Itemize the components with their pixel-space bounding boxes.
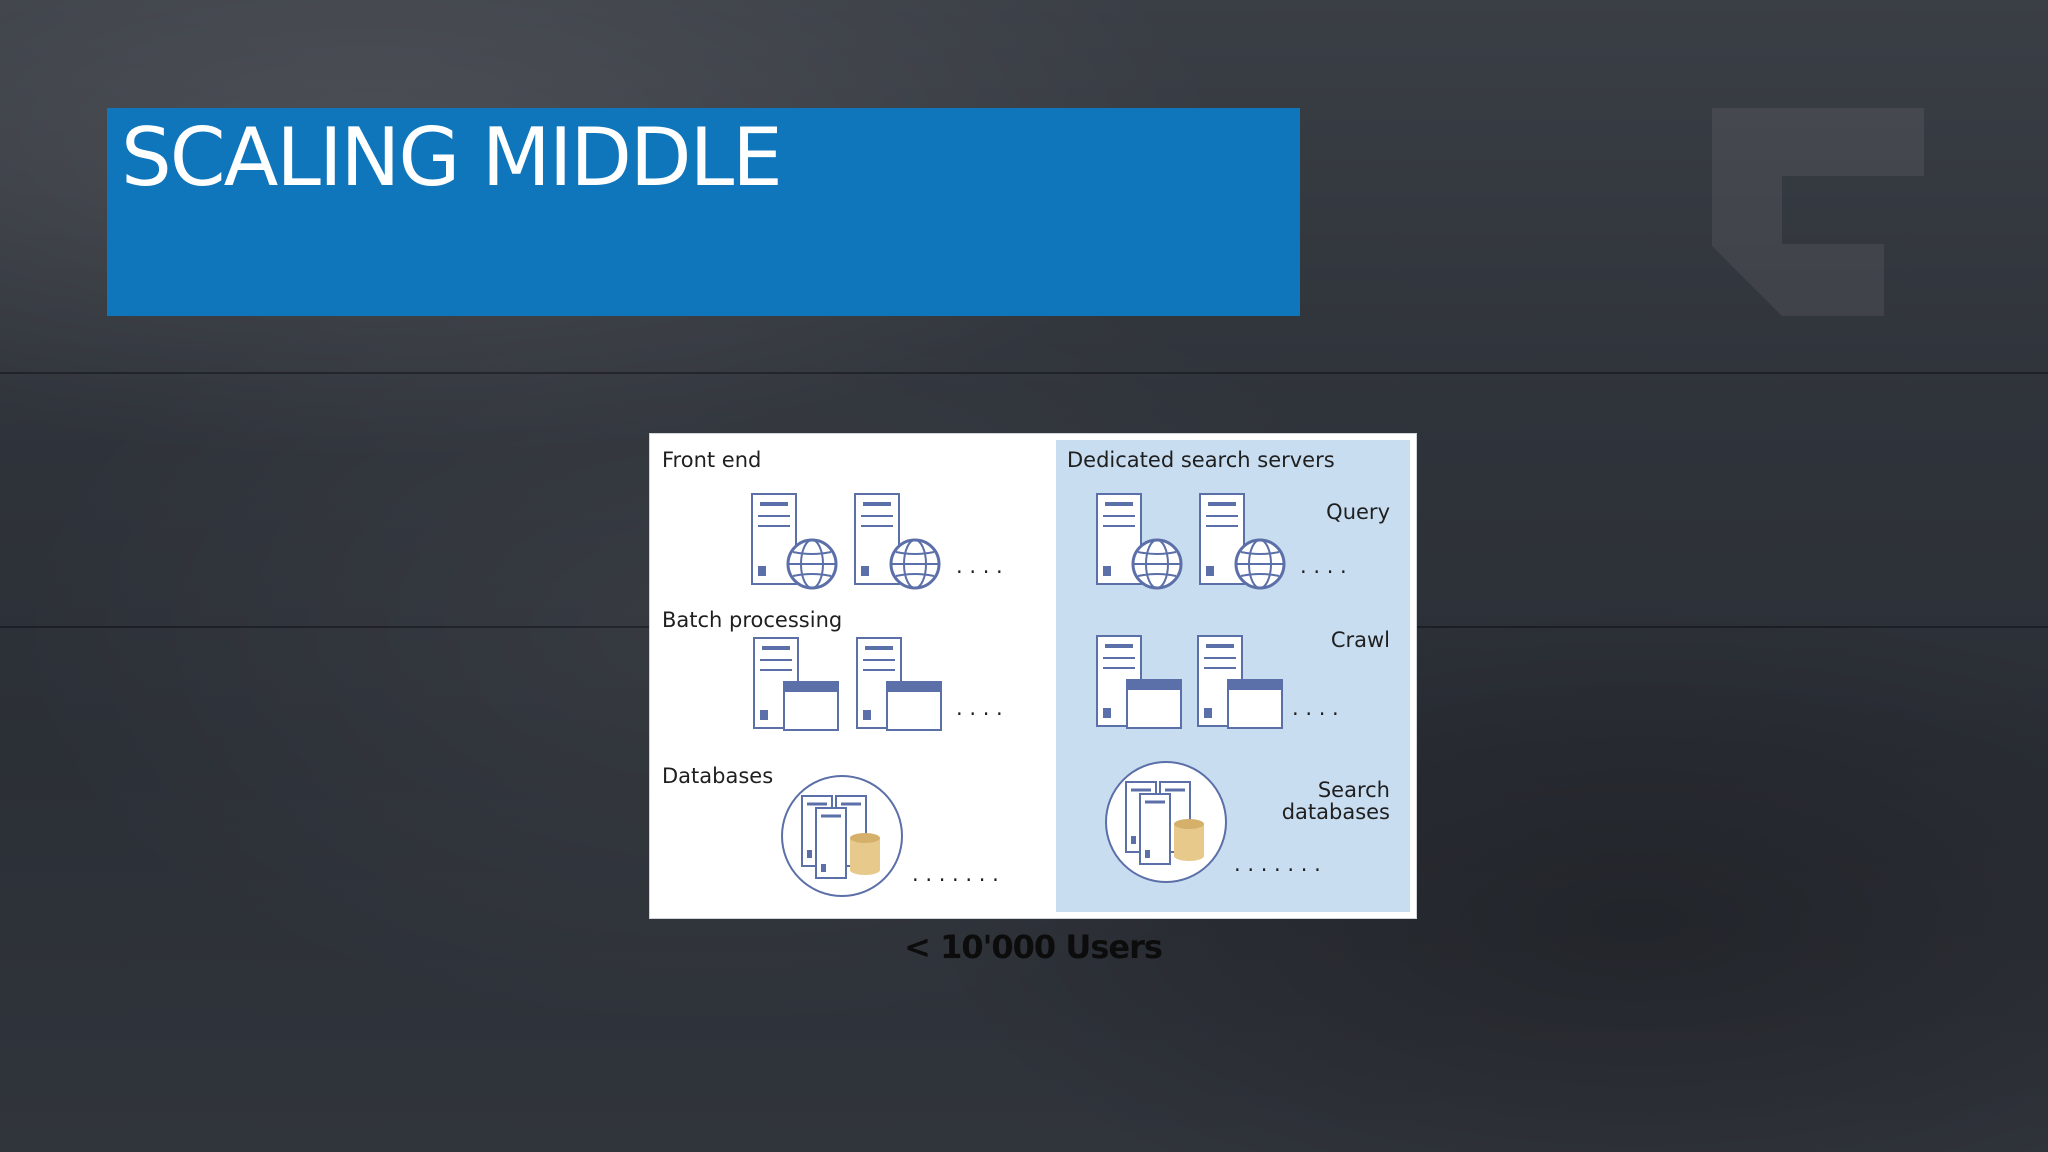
search-databases-label-1: Search xyxy=(1317,778,1390,802)
batch-processing-label: Batch processing xyxy=(662,608,843,632)
users-caption: < 10'000 Users xyxy=(904,928,1163,966)
batch-ellipsis: . . . . xyxy=(956,696,1003,720)
query-server-icon xyxy=(1199,493,1286,590)
batch-server-icon xyxy=(753,637,839,731)
search-databases-label-2: databases xyxy=(1281,800,1390,824)
search-servers-title: Dedicated search servers xyxy=(1067,448,1335,472)
crawl-ellipsis: . . . . xyxy=(1292,696,1339,720)
crawl-server-icon xyxy=(1197,635,1283,729)
wall-seam xyxy=(0,372,2048,374)
front-end-label: Front end xyxy=(662,448,762,472)
query-server-icon xyxy=(1096,493,1183,590)
title-bar: SCALING MIDDLE xyxy=(107,108,1300,316)
slide-title: SCALING MIDDLE xyxy=(121,111,783,204)
web-server-icon xyxy=(854,493,941,590)
search-databases-ellipsis: . . . . . . . xyxy=(1234,852,1321,876)
crawl-server-icon xyxy=(1096,635,1182,729)
batch-server-icon xyxy=(856,637,942,731)
query-label: Query xyxy=(1326,500,1390,524)
query-ellipsis: . . . . xyxy=(1300,554,1347,578)
databases-label: Databases xyxy=(662,764,774,788)
logo-icon xyxy=(1712,108,1924,316)
web-server-icon xyxy=(751,493,838,590)
front-end-ellipsis: . . . . xyxy=(956,554,1003,578)
databases-ellipsis: . . . . . . . xyxy=(912,862,999,886)
search-database-icon xyxy=(1105,761,1227,883)
crawl-label: Crawl xyxy=(1330,628,1390,652)
architecture-diagram: Front end Batch processing Databases Ded… xyxy=(650,434,1416,918)
database-icon xyxy=(781,775,903,897)
